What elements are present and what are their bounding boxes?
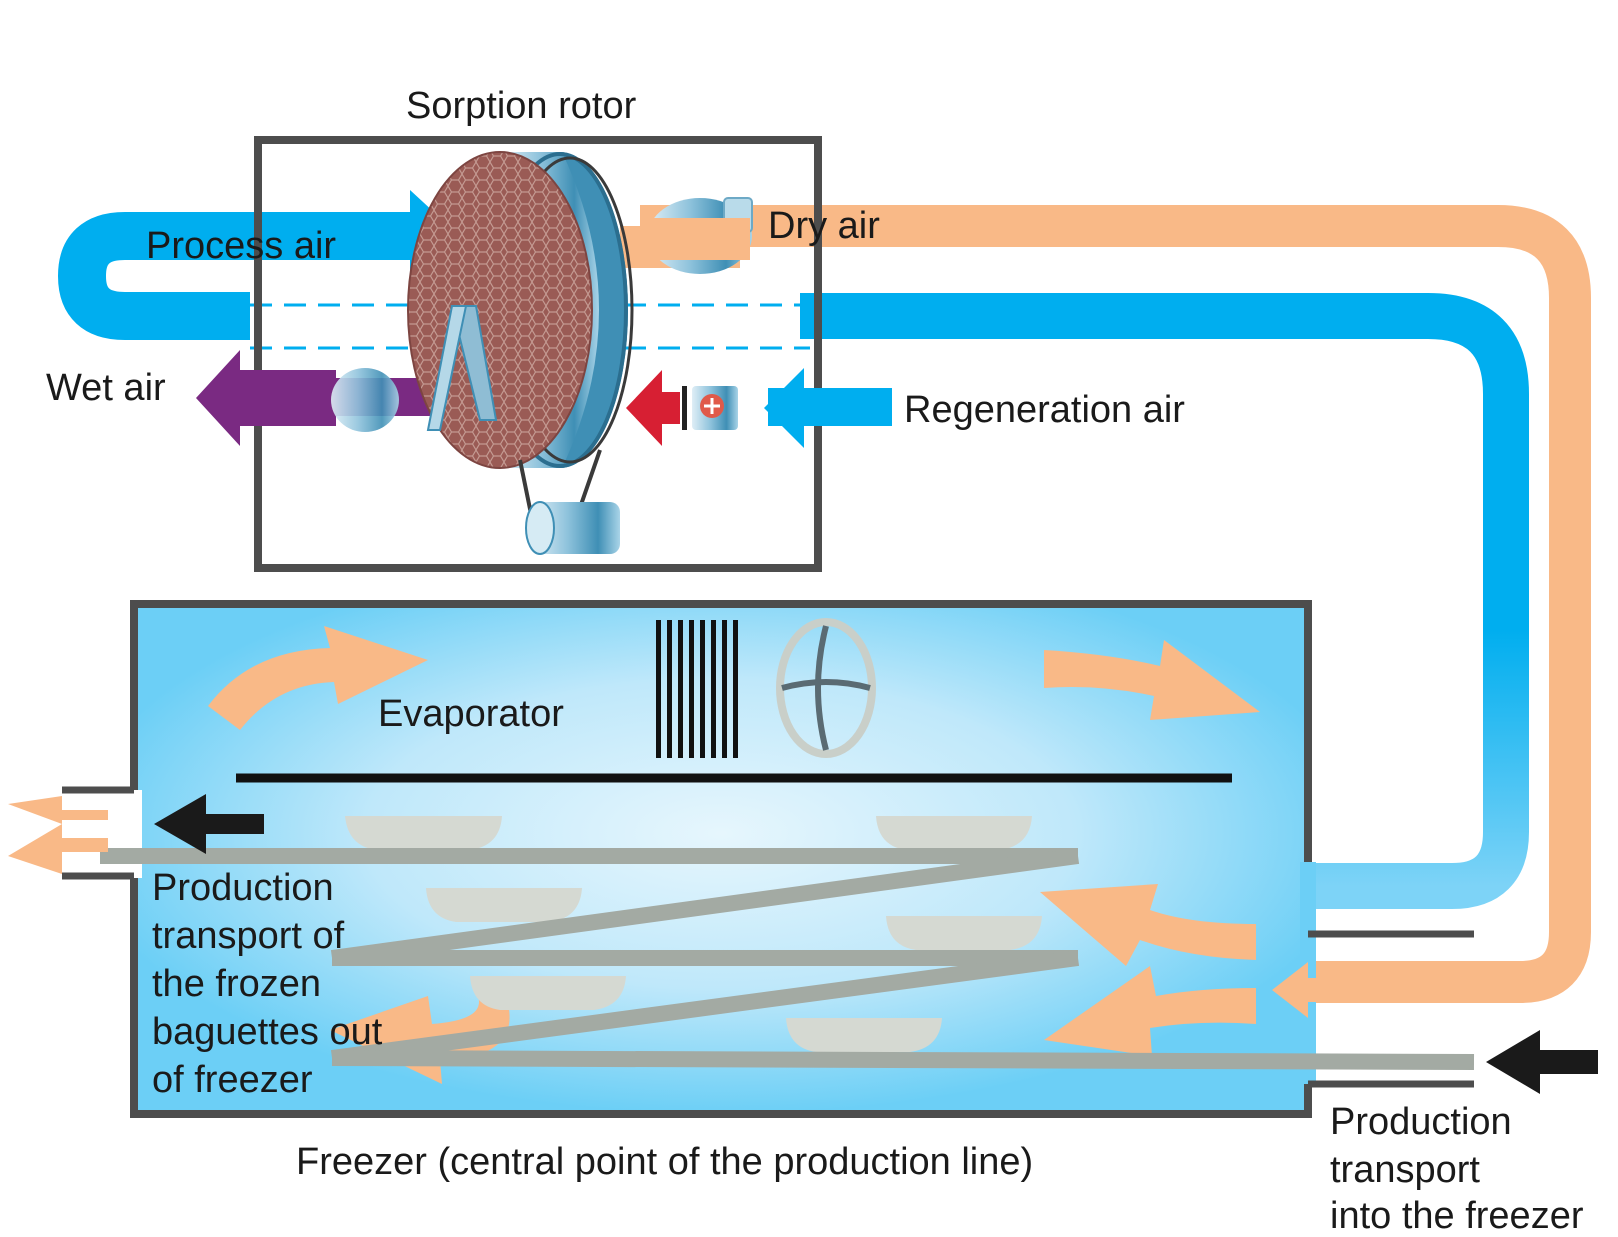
process-air-label: Process air [146, 225, 336, 267]
out-transport-label-line-5: of freezer [152, 1059, 313, 1101]
wet-air-label: Wet air [46, 367, 166, 409]
circulation-arrow-right [1044, 640, 1260, 720]
in-transport-label-line-2: transport [1330, 1149, 1480, 1191]
dry-air-label: Dry air [768, 205, 880, 247]
regeneration-air-label: Regeneration air [904, 389, 1185, 431]
dry-air-duct [640, 205, 1591, 1003]
evaporator-label: Evaporator [378, 693, 564, 735]
outfeed-arrow [154, 794, 264, 854]
sorption-rotor [407, 151, 634, 555]
freezer-outlet-opening [126, 790, 142, 878]
out-transport-label-line-3: the frozen [152, 963, 321, 1005]
baguette-trays [345, 816, 1042, 1052]
evaporator-fan [776, 618, 876, 758]
in-transport-label-line-3: into the freezer [1330, 1195, 1584, 1232]
out-transport-label-line-1: Production [152, 867, 334, 909]
conveyor-belt [100, 848, 1475, 1070]
rotor-box [254, 136, 822, 572]
regeneration-air-arrow [764, 368, 804, 448]
circulation-arrow-bottom-1 [1040, 884, 1256, 966]
out-transport-label-line-2: transport of [152, 915, 345, 957]
process-air-return-duct [800, 293, 1529, 909]
circulation-arrow-left [208, 626, 428, 730]
out-transport-label-line-4: baguettes out [152, 1011, 383, 1053]
freezer-label: Freezer (central point of the production… [296, 1141, 1033, 1183]
dry-air-inlet-arrow [1272, 962, 1324, 1018]
circulation-arrow-bottom-2 [1044, 966, 1256, 1056]
exhaust-arrow-1 [8, 796, 108, 824]
sorption-rotor-label: Sorption rotor [406, 85, 637, 127]
evaporator-coil [656, 620, 738, 758]
wet-air-arrow [196, 350, 336, 446]
in-transport-label-line-1: Production [1330, 1101, 1512, 1143]
infeed-arrow [1486, 1030, 1598, 1094]
wet-air-fan [331, 368, 399, 432]
process-air-inlet-duct [57, 212, 430, 340]
exhaust-arrow-2 [8, 824, 108, 874]
heated-air-arrow [626, 370, 680, 446]
